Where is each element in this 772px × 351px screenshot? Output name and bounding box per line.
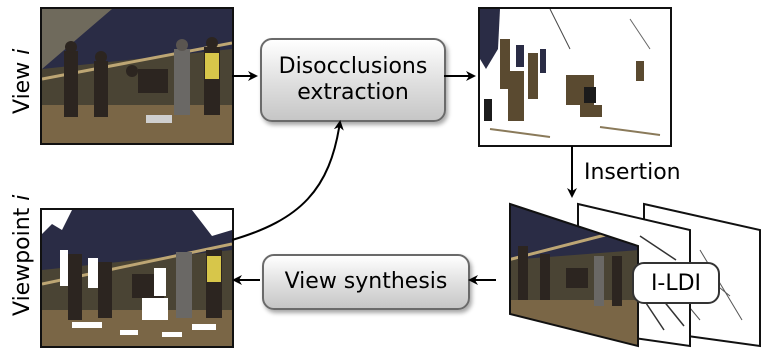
arrow-viewpoint-to-disocclusions — [231, 120, 344, 241]
view-synthesis-label: View synthesis — [284, 268, 448, 294]
ildi-label: I-LDI — [632, 262, 720, 304]
disocclusions-extraction-box: Disocclusions extraction — [260, 38, 446, 122]
viewpoint-i-photo — [40, 208, 234, 348]
view-synthesis-box: View synthesis — [262, 254, 470, 310]
view-i-photo — [40, 7, 234, 145]
disocclusions-line1: Disocclusions — [278, 53, 428, 79]
disocclusions-result-photo — [478, 7, 672, 147]
insertion-label: Insertion — [584, 160, 681, 185]
disocclusions-line2: extraction — [297, 80, 409, 105]
